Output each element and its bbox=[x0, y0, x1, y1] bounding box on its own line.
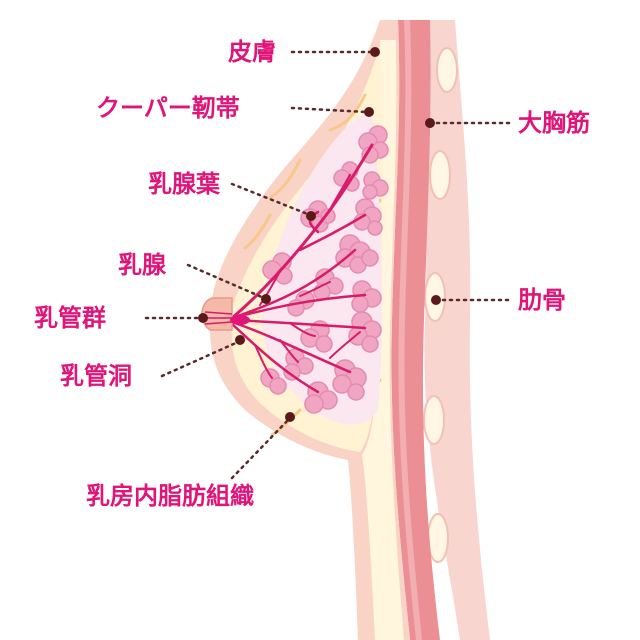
rib-bone-2 bbox=[429, 150, 451, 200]
lactiferous-sinus bbox=[230, 315, 250, 325]
label-lactiferous-ducts: 乳管群 bbox=[34, 304, 106, 332]
dot-cooper bbox=[364, 107, 374, 117]
duct-main bbox=[230, 143, 374, 320]
lobule bbox=[353, 198, 383, 236]
duct bbox=[328, 173, 352, 212]
duct bbox=[279, 339, 299, 363]
leader-fat bbox=[230, 418, 290, 480]
rib-bone-1 bbox=[436, 47, 458, 93]
duct bbox=[289, 322, 316, 337]
cooper-ligament bbox=[243, 213, 272, 250]
mammary-lobules bbox=[260, 125, 389, 414]
label-cooper-ligament: クーパー靭帯 bbox=[96, 94, 240, 122]
pectoralis-muscle-highlight bbox=[398, 20, 422, 640]
duct bbox=[298, 213, 367, 252]
label-lactiferous-sinus: 乳管洞 bbox=[60, 362, 132, 390]
lobule bbox=[283, 348, 314, 381]
duct bbox=[230, 248, 357, 320]
leader-dots bbox=[198, 47, 441, 422]
label-mammary-gland: 乳腺 bbox=[118, 251, 166, 279]
lobule bbox=[362, 171, 389, 200]
leader-lobe bbox=[230, 182, 312, 217]
dot-fat bbox=[285, 412, 295, 422]
chest-wall bbox=[410, 20, 640, 640]
duct bbox=[329, 331, 361, 359]
lobule bbox=[358, 125, 389, 164]
dot-skin bbox=[370, 47, 380, 57]
lobule bbox=[262, 252, 293, 285]
leader-cooper bbox=[290, 106, 368, 114]
rib-bone-4 bbox=[423, 395, 445, 445]
dot-sinus bbox=[235, 335, 245, 345]
dot-ducts bbox=[198, 313, 208, 323]
duct bbox=[230, 320, 352, 374]
dot-pectoralis bbox=[425, 118, 435, 128]
dot-lobe bbox=[306, 211, 316, 221]
dot-rib bbox=[431, 295, 441, 305]
label-breast-fat-tissue: 乳房内脂肪組織 bbox=[86, 482, 254, 510]
cooper-ligament bbox=[268, 158, 302, 200]
label-skin: 皮膚 bbox=[228, 38, 276, 66]
cooper-ligament bbox=[328, 93, 367, 132]
leader-sinus bbox=[160, 340, 240, 378]
duct bbox=[299, 281, 331, 297]
rib-layer bbox=[440, 20, 640, 640]
duct bbox=[230, 322, 320, 394]
duct bbox=[254, 344, 273, 379]
label-pectoralis-major: 大胸筋 bbox=[518, 109, 590, 137]
lobule bbox=[260, 368, 287, 395]
dot-gland bbox=[261, 294, 271, 304]
fat-band bbox=[362, 40, 404, 640]
label-mammary-lobe: 乳腺葉 bbox=[148, 170, 220, 198]
leader-gland bbox=[186, 263, 266, 300]
label-rib: 肋骨 bbox=[518, 286, 566, 314]
leader-lines bbox=[144, 50, 514, 480]
rib-bone-5 bbox=[427, 513, 449, 563]
duct-openings bbox=[204, 311, 233, 325]
